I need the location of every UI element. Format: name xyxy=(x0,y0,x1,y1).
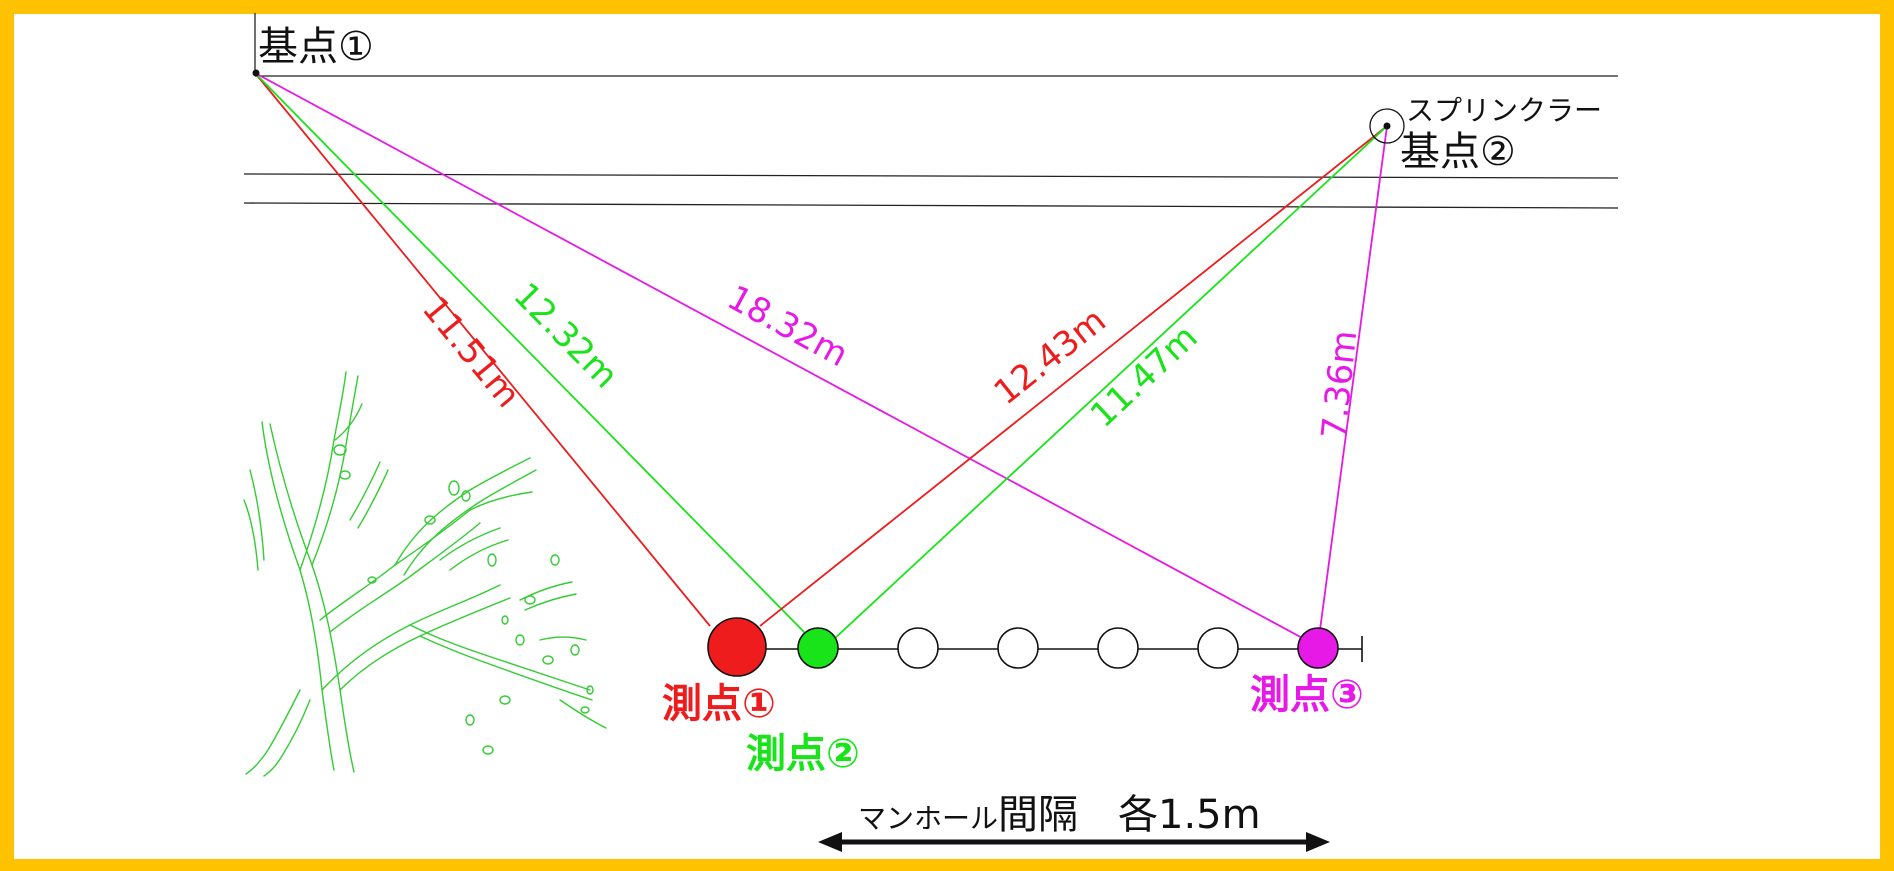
sprinkler-label: スプリンクラー xyxy=(1406,94,1602,127)
lines-from-base2 xyxy=(759,125,1388,641)
manholes xyxy=(707,617,1339,677)
line-b1-p3 xyxy=(254,72,1307,641)
arrow-right-head xyxy=(1306,832,1330,852)
lines-from-base1 xyxy=(254,72,1307,641)
manhole-marker xyxy=(1197,627,1239,669)
line-b2-p3 xyxy=(1319,125,1388,631)
spacing-main: 間隔 各 xyxy=(998,792,1158,838)
base2-marker xyxy=(1383,122,1391,130)
spacing-prefix: マンホール xyxy=(858,802,998,835)
manhole-marker xyxy=(997,627,1039,669)
point2-label: 測点② xyxy=(746,731,860,777)
base1-marker xyxy=(252,69,260,77)
point3-marker xyxy=(1297,627,1339,669)
line-b1-p2 xyxy=(254,72,806,634)
base1-label: 基点① xyxy=(258,24,374,70)
spacing-label: マンホール間隔 各1.5m xyxy=(858,792,1261,838)
point1-label: 測点① xyxy=(662,681,776,727)
manhole-marker xyxy=(897,627,939,669)
distance-b1-p2: 12.32m xyxy=(506,275,626,396)
manhole-line xyxy=(740,636,1363,662)
line-b2-p1 xyxy=(759,125,1388,627)
sprinkler-ring xyxy=(1369,108,1405,144)
point1-marker xyxy=(707,617,767,677)
distance-b2-p3: 7.36m xyxy=(1314,329,1365,441)
tree-sketch xyxy=(243,371,607,777)
base2-label: 基点② xyxy=(1400,129,1516,175)
point3-label: 測点③ xyxy=(1250,672,1364,718)
manhole-marker xyxy=(1097,627,1139,669)
line-b2-p2 xyxy=(832,125,1388,641)
line-b1-p1 xyxy=(254,72,711,627)
point2-marker xyxy=(797,627,839,669)
road-lines xyxy=(243,13,1619,209)
arrow-left-head xyxy=(818,832,842,852)
spacing-value: 1.5m xyxy=(1158,792,1261,838)
